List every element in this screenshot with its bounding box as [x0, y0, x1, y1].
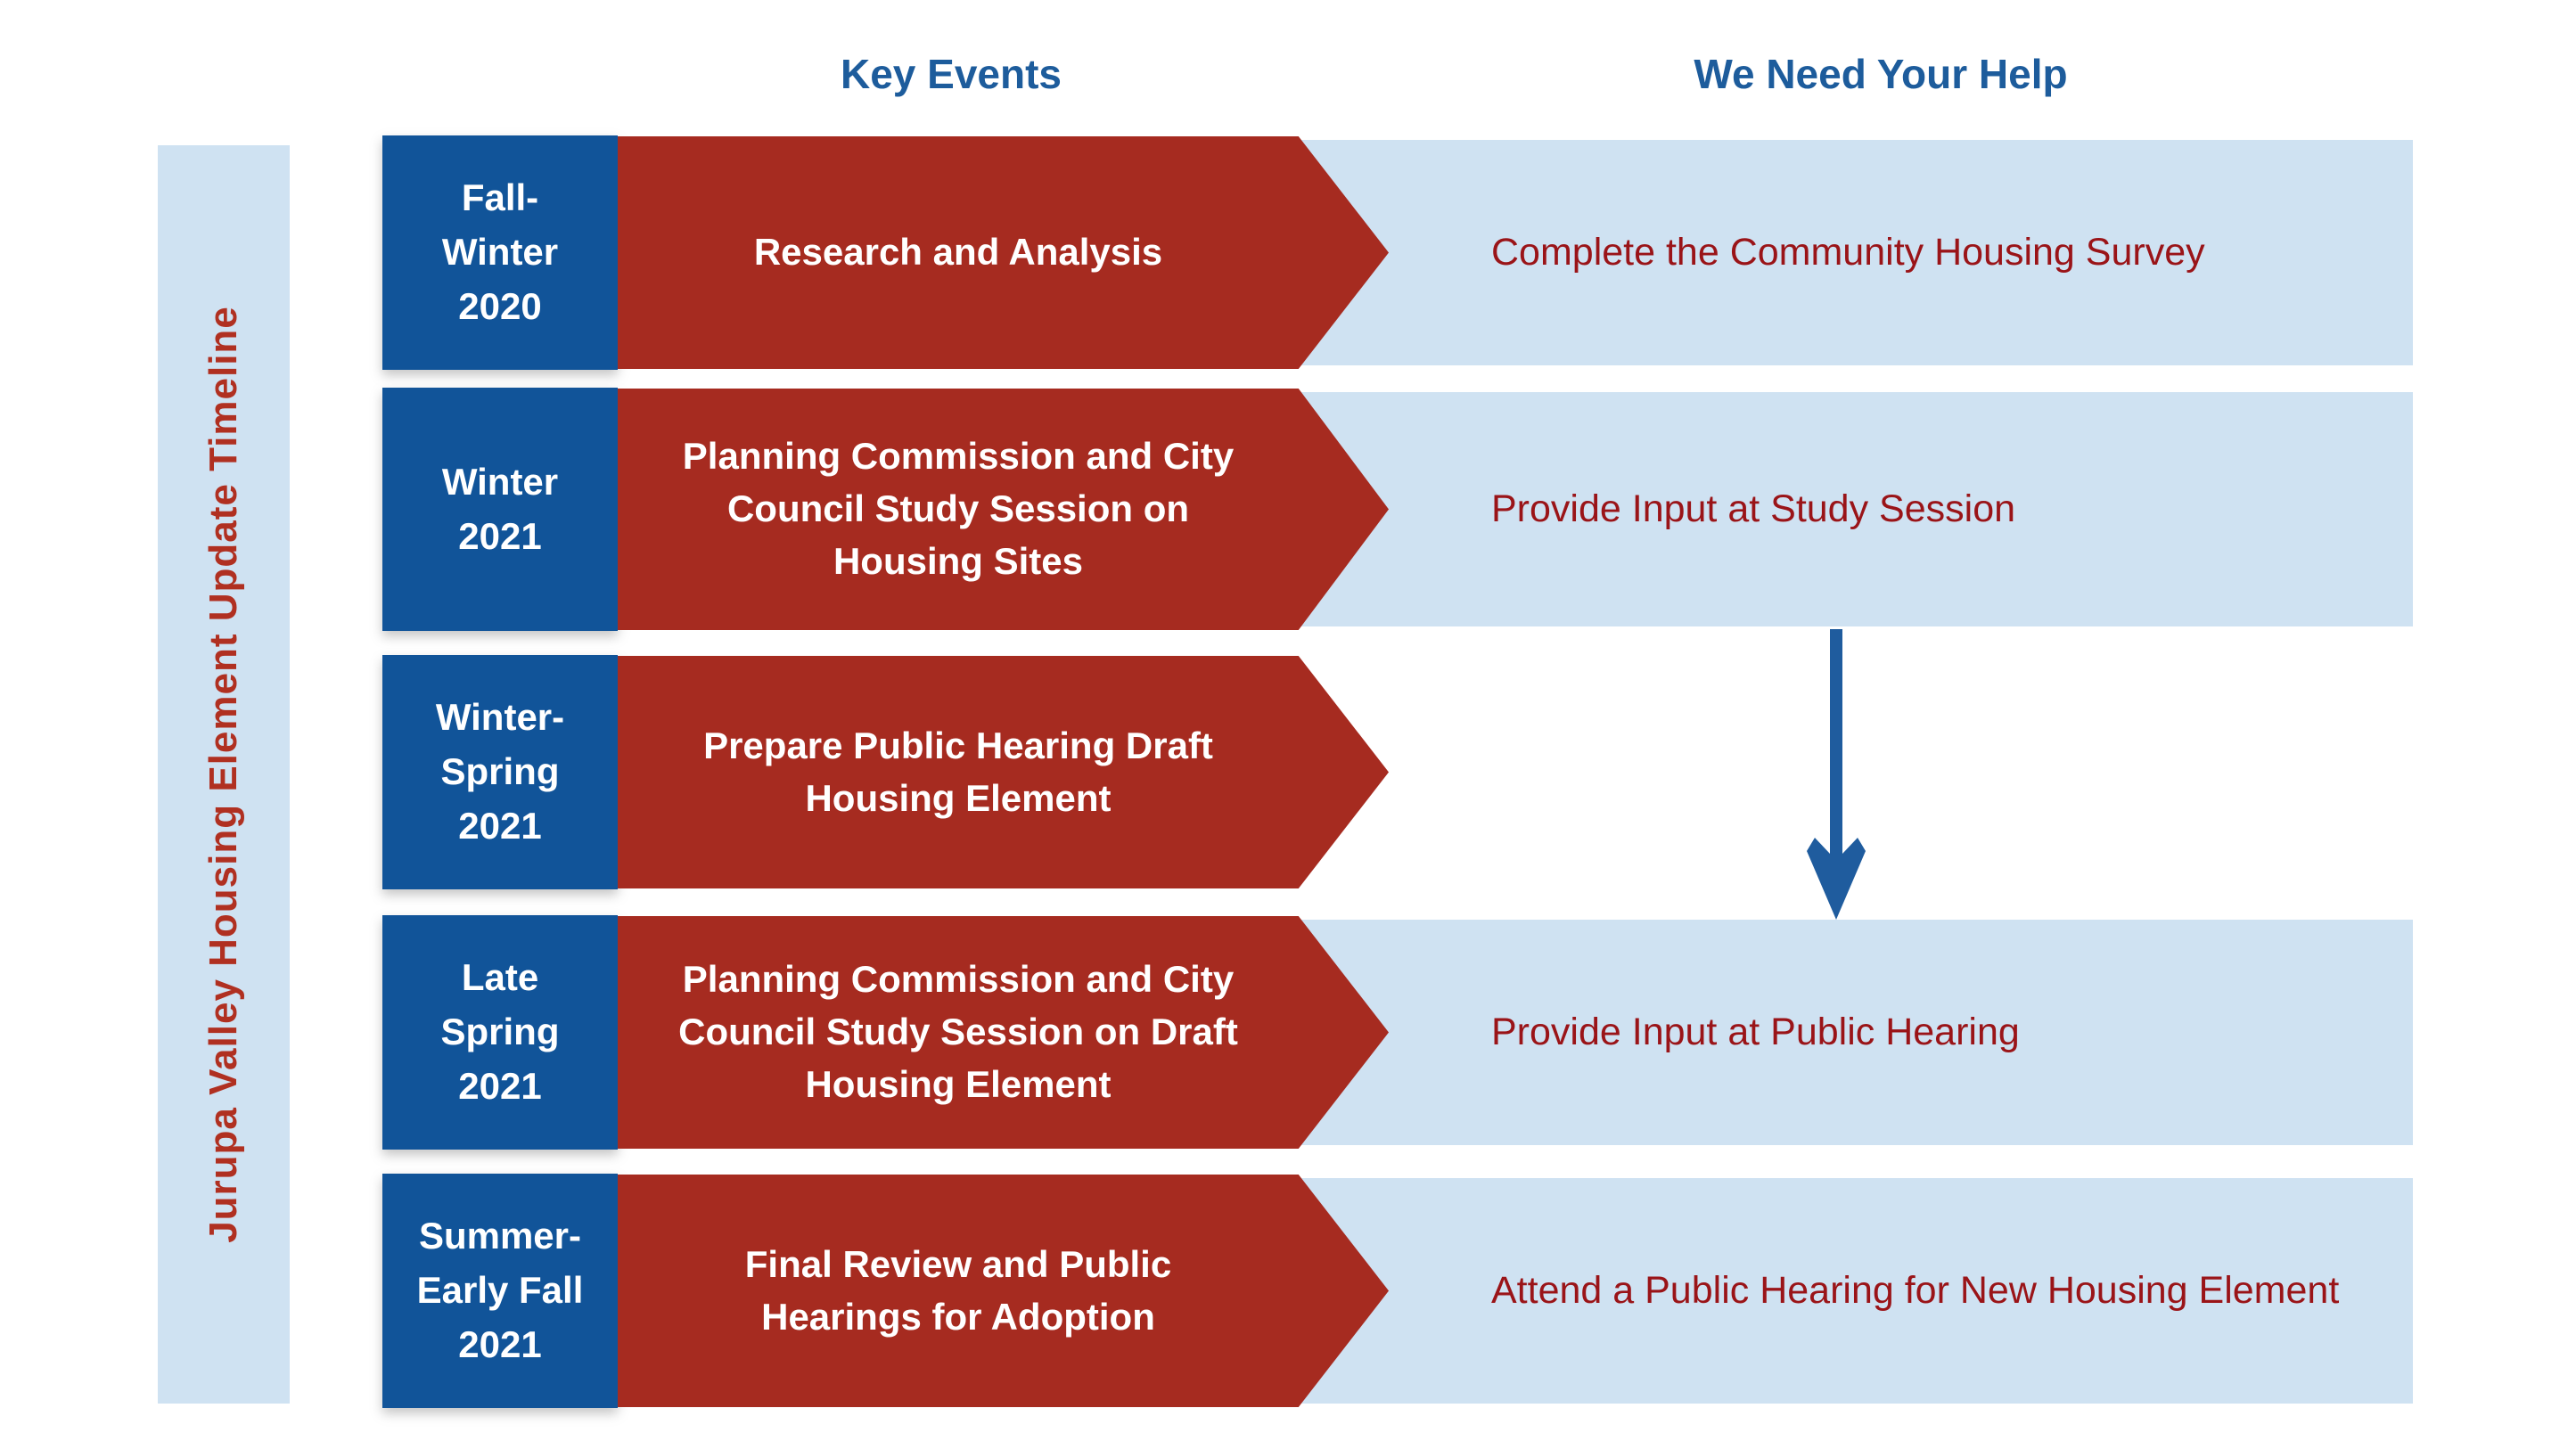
timeline-row: Winter 2021 Planning Commission and City… [0, 388, 2576, 631]
event-arrow: Planning Commission and City Council Stu… [618, 916, 1389, 1149]
help-text: Complete the Community Housing Survey [1491, 231, 2205, 274]
timeline-row: Winter- Spring 2021 Prepare Public Heari… [0, 655, 2576, 889]
event-arrow: Prepare Public Hearing Draft Housing Ele… [618, 656, 1389, 888]
period-box: Winter 2021 [382, 388, 618, 631]
period-box: Winter- Spring 2021 [382, 655, 618, 889]
timeline-title-sidebar: Jurupa Valley Housing Element Update Tim… [158, 145, 290, 1404]
timeline-row: Summer- Early Fall 2021 Final Review and… [0, 1174, 2576, 1408]
help-text: Attend a Public Hearing for New Housing … [1491, 1269, 2340, 1312]
event-arrow: Final Review and Public Hearings for Ado… [618, 1175, 1389, 1407]
timeline-row: Late Spring 2021 Planning Commission and… [0, 915, 2576, 1150]
period-box: Late Spring 2021 [382, 915, 618, 1150]
event-arrow: Research and Analysis [618, 136, 1389, 369]
event-arrow: Planning Commission and City Council Stu… [618, 389, 1389, 630]
help-text: Provide Input at Public Hearing [1491, 1011, 2020, 1053]
help-text: Provide Input at Study Session [1491, 487, 2016, 530]
column-header-we-need-your-help: We Need Your Help [1694, 51, 2068, 97]
period-box: Summer- Early Fall 2021 [382, 1174, 618, 1408]
down-arrow-icon [1807, 629, 1866, 920]
column-header-key-events: Key Events [840, 51, 1062, 97]
period-box: Fall- Winter 2020 [382, 135, 618, 370]
timeline-row: Fall- Winter 2020 Research and Analysis … [0, 135, 2576, 370]
help-text [1491, 659, 2383, 885]
